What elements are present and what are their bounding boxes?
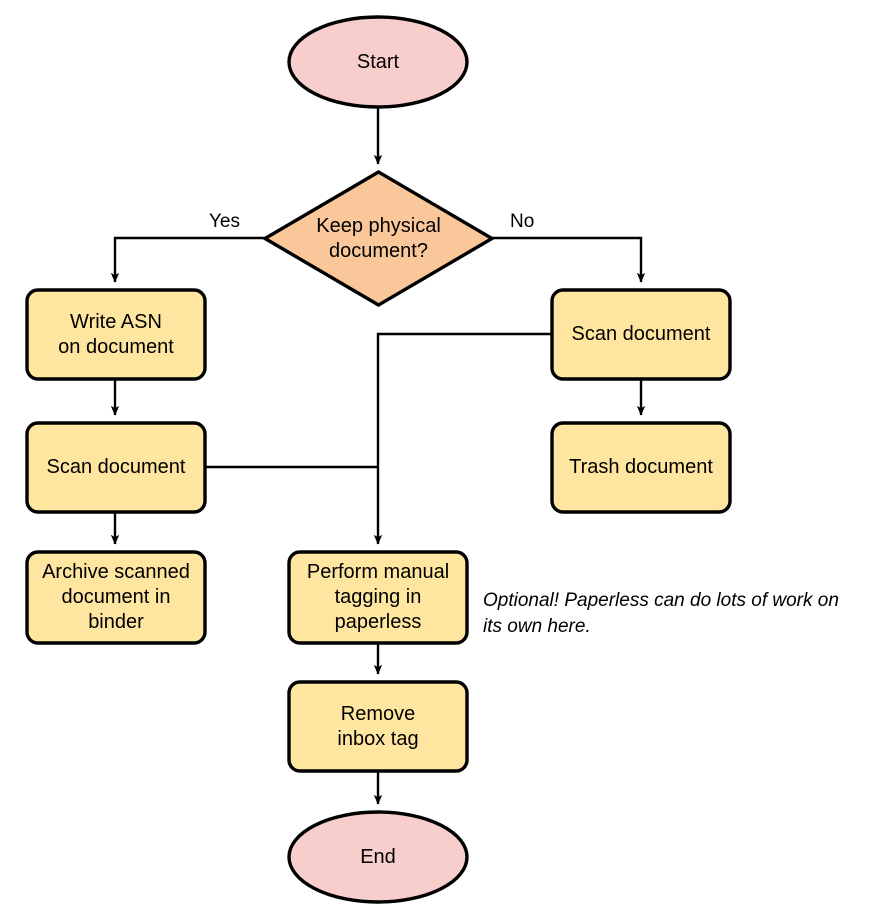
edge-layer xyxy=(110,107,646,805)
node-start[interactable] xyxy=(287,15,469,109)
edge-decision-to-write-asn xyxy=(110,236,265,283)
node-remove-inbox-tag[interactable] xyxy=(287,680,469,773)
node-perform-manual-tagging-in-paperless[interactable] xyxy=(287,550,469,645)
edge-decision-to-scan-right xyxy=(492,236,646,283)
node-layer xyxy=(25,15,732,904)
annotation-optional-note: Optional! Paperless can do lots of work … xyxy=(483,590,839,637)
edge-scan-right-to-tagging xyxy=(373,332,552,545)
edge-label-yes: Yes xyxy=(209,211,240,232)
node-trash-document[interactable] xyxy=(550,421,732,514)
node-decision-keep-physical-document[interactable] xyxy=(261,170,496,307)
node-scan-document-right[interactable] xyxy=(550,288,732,381)
node-scan-document-left[interactable] xyxy=(25,421,207,514)
edge-label-no: No xyxy=(510,211,535,232)
node-archive-scanned-document-in-binder[interactable] xyxy=(25,550,207,645)
node-end[interactable] xyxy=(287,810,469,904)
node-write-asn-on-document[interactable] xyxy=(25,288,207,381)
